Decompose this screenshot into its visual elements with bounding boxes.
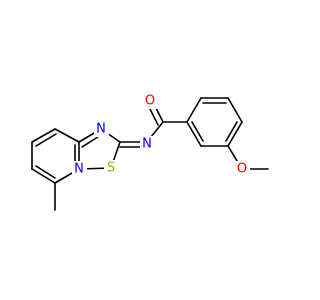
molecule-structure-diagram: N N S N O O <box>31 93 269 211</box>
bond <box>35 165 56 179</box>
bond <box>227 97 243 123</box>
imine-nitrogen-label: N <box>142 137 152 152</box>
bond <box>225 121 238 142</box>
bond <box>31 168 56 184</box>
sulfur-label: S <box>107 161 115 176</box>
bond <box>191 121 204 142</box>
bond-layer <box>31 97 269 211</box>
bond <box>186 97 202 123</box>
bond <box>186 121 202 147</box>
bond <box>31 128 56 143</box>
bond <box>54 128 80 143</box>
carbonyl-oxygen-label: O <box>145 94 155 109</box>
atom-layer: N N S N O O <box>72 93 250 177</box>
methoxy-oxygen-label: O <box>237 162 247 177</box>
bond <box>227 121 243 147</box>
bridgehead-nitrogen-label: N <box>74 162 84 177</box>
bond <box>35 133 57 147</box>
ring-nitrogen-label: N <box>96 122 106 137</box>
